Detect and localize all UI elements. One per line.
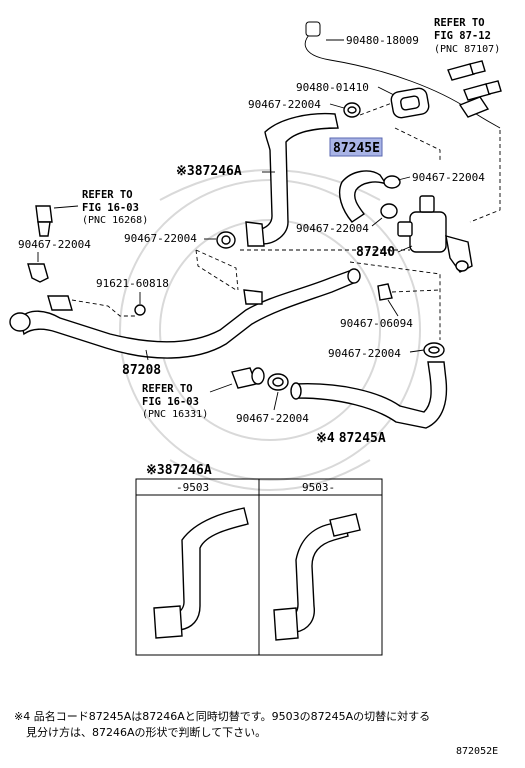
part-90467-22004-right1[interactable]: 90467-22004 — [412, 171, 485, 184]
part-90467-22004-left[interactable]: 90467-22004 — [18, 238, 91, 251]
svg-text:※387246A: ※387246A — [146, 463, 212, 478]
inset-87246A: ※387246A -9503 9503- — [135, 463, 383, 656]
svg-text:REFER TO: REFER TO — [82, 189, 133, 201]
part-87246A[interactable]: ※387246A — [176, 164, 242, 179]
reference-87-12[interactable]: REFER TO FIG 87-12 (PNC 87107) — [434, 17, 500, 55]
part-90467-22004-mid-left[interactable]: 90467-22004 — [124, 232, 197, 245]
svg-text:※4 品名コード87245Aは87246Aと同時切替です。9: ※4 品名コード87245Aは87246Aと同時切替です。9503の87245A… — [14, 709, 430, 723]
part-90467-22004-center[interactable]: 90467-22004 — [296, 222, 369, 235]
pipe-87208 — [9, 268, 361, 359]
part-91621-60818[interactable]: 91621-60818 — [96, 277, 169, 290]
part-90467-22004-right2[interactable]: 90467-22004 — [328, 347, 401, 360]
bolt-91621-60818 — [134, 304, 146, 316]
fitting-16331 — [231, 367, 265, 389]
cable-assembly — [304, 21, 501, 129]
part-87240[interactable]: 87240 — [356, 245, 395, 260]
svg-text:(PNC 87107): (PNC 87107) — [434, 44, 500, 55]
clamp-mid-left — [216, 231, 236, 249]
reference-16-03-top[interactable]: REFER TO FIG 16-03 (PNC 16268) — [82, 189, 148, 226]
fittings-87107 — [447, 60, 502, 101]
clamp-06094 — [377, 283, 393, 301]
clamp-top — [343, 102, 361, 118]
svg-text:見分け方は、87246Aの形状で判断して下さい。: 見分け方は、87246Aの形状で判断して下さい。 — [26, 725, 266, 739]
highlight-87245E — [329, 137, 383, 157]
svg-text:FIG 16-03: FIG 16-03 — [82, 202, 139, 214]
inset-col-old: -9503 — [176, 481, 209, 494]
reference-16-03-bottom[interactable]: REFER TO FIG 16-03 (PNC 16331) — [142, 383, 208, 420]
svg-text:FIG 87-12: FIG 87-12 — [434, 30, 491, 42]
part-87245E[interactable]: 87245E — [333, 141, 380, 156]
part-90467-06094[interactable]: 90467-06094 — [340, 317, 413, 330]
footnote: ※4 品名コード87245Aは87246Aと同時切替です。9503の87245A… — [14, 709, 430, 739]
clamp-left — [27, 263, 49, 283]
part-90480-01410[interactable]: 90480-01410 — [296, 81, 369, 94]
clamp-bottom — [267, 373, 289, 391]
figure-id: 872052E — [456, 746, 498, 757]
inset-col-new: 9503- — [302, 481, 335, 494]
svg-text:REFER TO: REFER TO — [434, 17, 485, 29]
clamp-right2 — [423, 342, 445, 358]
part-90467-22004-top[interactable]: 90467-22004 — [248, 98, 321, 111]
fitting-16268 — [35, 205, 53, 237]
svg-text:(PNC 16268): (PNC 16268) — [82, 215, 148, 226]
part-90467-22004-bottom[interactable]: 90467-22004 — [236, 412, 309, 425]
grommet-90480-01410 — [390, 87, 430, 119]
svg-text:FIG 16-03: FIG 16-03 — [142, 396, 199, 408]
hose-87245A — [290, 361, 448, 429]
svg-text:(PNC 16331): (PNC 16331) — [142, 409, 208, 420]
part-90480-18009[interactable]: 90480-18009 — [346, 34, 419, 47]
hose-87246A — [245, 112, 339, 247]
part-87208[interactable]: 87208 — [122, 363, 161, 378]
valve-87240 — [397, 195, 473, 273]
inset-hose-old — [175, 507, 249, 631]
svg-text:REFER TO: REFER TO — [142, 383, 193, 395]
inset-hose-new — [291, 519, 349, 633]
hose-87245E — [338, 170, 401, 223]
